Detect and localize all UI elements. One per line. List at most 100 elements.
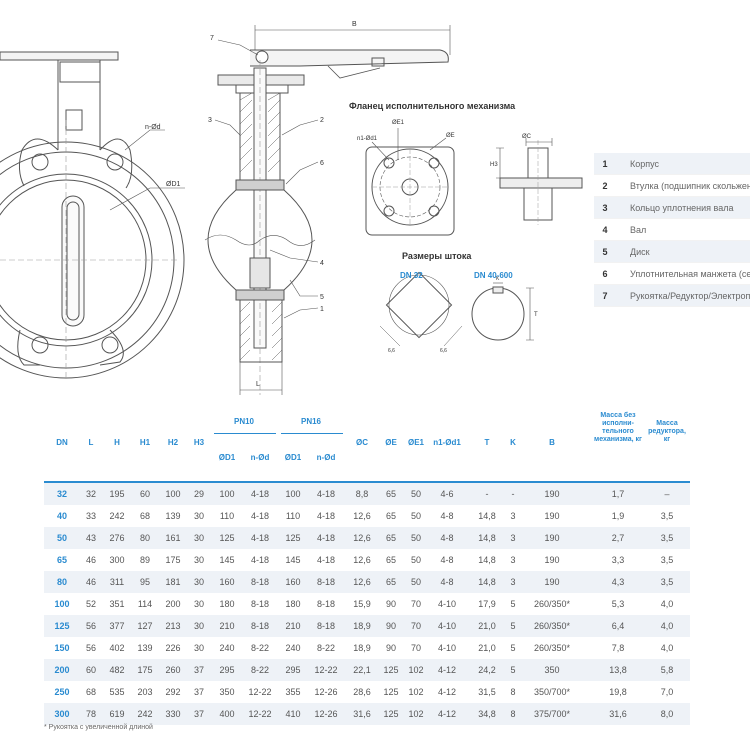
table-cell: 37 bbox=[193, 709, 205, 719]
table-cell: 34,8 bbox=[478, 709, 496, 719]
table-cell: 180 bbox=[285, 599, 301, 609]
table-cell: 7,8 bbox=[611, 643, 625, 653]
table-cell: 240 bbox=[219, 643, 235, 653]
table-cell: 12,6 bbox=[353, 533, 371, 543]
flange-profile-view bbox=[496, 138, 583, 225]
table-cell: 100 bbox=[285, 489, 301, 499]
dn-cell: 40 bbox=[56, 511, 68, 521]
legend-text: Диск bbox=[630, 246, 650, 257]
table-cell: 8-18 bbox=[250, 599, 270, 609]
label-c: ØC bbox=[522, 134, 532, 140]
dn-cell: 200 bbox=[54, 665, 70, 675]
table-cell: 5 bbox=[510, 621, 516, 631]
table-cell: 260/350* bbox=[533, 599, 571, 609]
table-cell: 19,8 bbox=[609, 687, 627, 697]
table-cell: 355 bbox=[285, 687, 301, 697]
table-cell: 7,0 bbox=[660, 687, 674, 697]
table-cell: 12-26 bbox=[314, 687, 338, 697]
table-cell: - bbox=[511, 489, 515, 499]
table-cell: 5 bbox=[510, 599, 516, 609]
table-cell: 4-18 bbox=[316, 533, 336, 543]
table-cell: 350 bbox=[219, 687, 235, 697]
table-cell: 65 bbox=[385, 511, 397, 521]
col-header: H bbox=[114, 438, 120, 447]
callout-1: 1 bbox=[320, 306, 324, 313]
col-header: L bbox=[88, 438, 94, 447]
legend-num: 5 bbox=[602, 246, 608, 257]
callout-2: 2 bbox=[320, 117, 324, 124]
col-header: T bbox=[484, 438, 490, 447]
table-cell: 180 bbox=[219, 599, 235, 609]
table-cell: 30 bbox=[193, 511, 205, 521]
table-cell: 8 bbox=[510, 709, 516, 719]
table-cell: 29 bbox=[193, 489, 205, 499]
table-cell: 50 bbox=[410, 511, 422, 521]
table-cell: 4-12 bbox=[437, 709, 457, 719]
table-cell: 22,1 bbox=[353, 665, 371, 675]
table-cell: 210 bbox=[285, 621, 301, 631]
table-cell: 260/350* bbox=[533, 621, 571, 631]
dn-cell: 300 bbox=[54, 709, 70, 719]
table-cell: 4-10 bbox=[437, 621, 457, 631]
table-cell: 8-18 bbox=[316, 599, 336, 609]
table-cell: 4-18 bbox=[250, 533, 270, 543]
col-header: n-Ød bbox=[250, 453, 270, 462]
dn-cell: 65 bbox=[56, 555, 68, 565]
col-header: B bbox=[549, 438, 555, 447]
table-cell: 276 bbox=[109, 533, 125, 543]
dn-cell: 100 bbox=[54, 599, 70, 609]
table-cell: 30 bbox=[193, 577, 205, 587]
label-b: B bbox=[352, 21, 357, 28]
table-cell: 190 bbox=[544, 511, 560, 521]
table-cell: 350 bbox=[544, 665, 560, 675]
dn-cell: 150 bbox=[54, 643, 70, 653]
col-header: H3 bbox=[193, 438, 205, 447]
table-cell: 65 bbox=[385, 555, 397, 565]
col-header: Масса редуктора, кг bbox=[648, 420, 686, 443]
table-cell: 3,5 bbox=[660, 577, 674, 587]
table-cell: 68 bbox=[85, 687, 97, 697]
table-cell: – bbox=[664, 489, 670, 499]
table-cell: 56 bbox=[85, 621, 97, 631]
legend-item: 5 Диск bbox=[594, 241, 750, 263]
table-cell: 8,8 bbox=[355, 489, 369, 499]
col-header: ØD1 bbox=[284, 453, 302, 462]
table-cell: 60 bbox=[85, 665, 97, 675]
table-cell: 8-18 bbox=[250, 621, 270, 631]
side-section-view bbox=[204, 25, 451, 395]
technical-drawing: n-Ød ØD1 bbox=[0, 21, 583, 395]
table-cell: 240 bbox=[285, 643, 301, 653]
table-cell: 80 bbox=[139, 533, 151, 543]
table-cell: 24,2 bbox=[478, 665, 496, 675]
table-cell: 37 bbox=[193, 665, 205, 675]
legend-num: 3 bbox=[602, 202, 608, 213]
table-cell: 14,8 bbox=[478, 511, 496, 521]
label-k: K bbox=[496, 276, 500, 282]
table-cell: 3 bbox=[510, 511, 516, 521]
table-cell: 295 bbox=[219, 665, 235, 675]
table-cell: 30 bbox=[193, 643, 205, 653]
callout-5: 5 bbox=[320, 294, 324, 301]
col-header: ØD1 bbox=[218, 453, 236, 462]
table-cell: 102 bbox=[408, 665, 424, 675]
legend-text: Втулка (подшипник скольжения) bbox=[630, 180, 750, 191]
table-cell: 12-22 bbox=[248, 687, 272, 697]
stem-title: Размеры штока bbox=[402, 251, 472, 261]
table-cell: 12,6 bbox=[353, 577, 371, 587]
table-cell: 13,8 bbox=[609, 665, 627, 675]
table-cell: 4-12 bbox=[437, 665, 457, 675]
table-cell: 8-18 bbox=[316, 577, 336, 587]
table-cell: 535 bbox=[109, 687, 125, 697]
table-cell: 375/700* bbox=[533, 709, 571, 719]
table-cell: 145 bbox=[285, 555, 301, 565]
table-cell: 37 bbox=[193, 687, 205, 697]
table-cell: 15,9 bbox=[353, 599, 371, 609]
